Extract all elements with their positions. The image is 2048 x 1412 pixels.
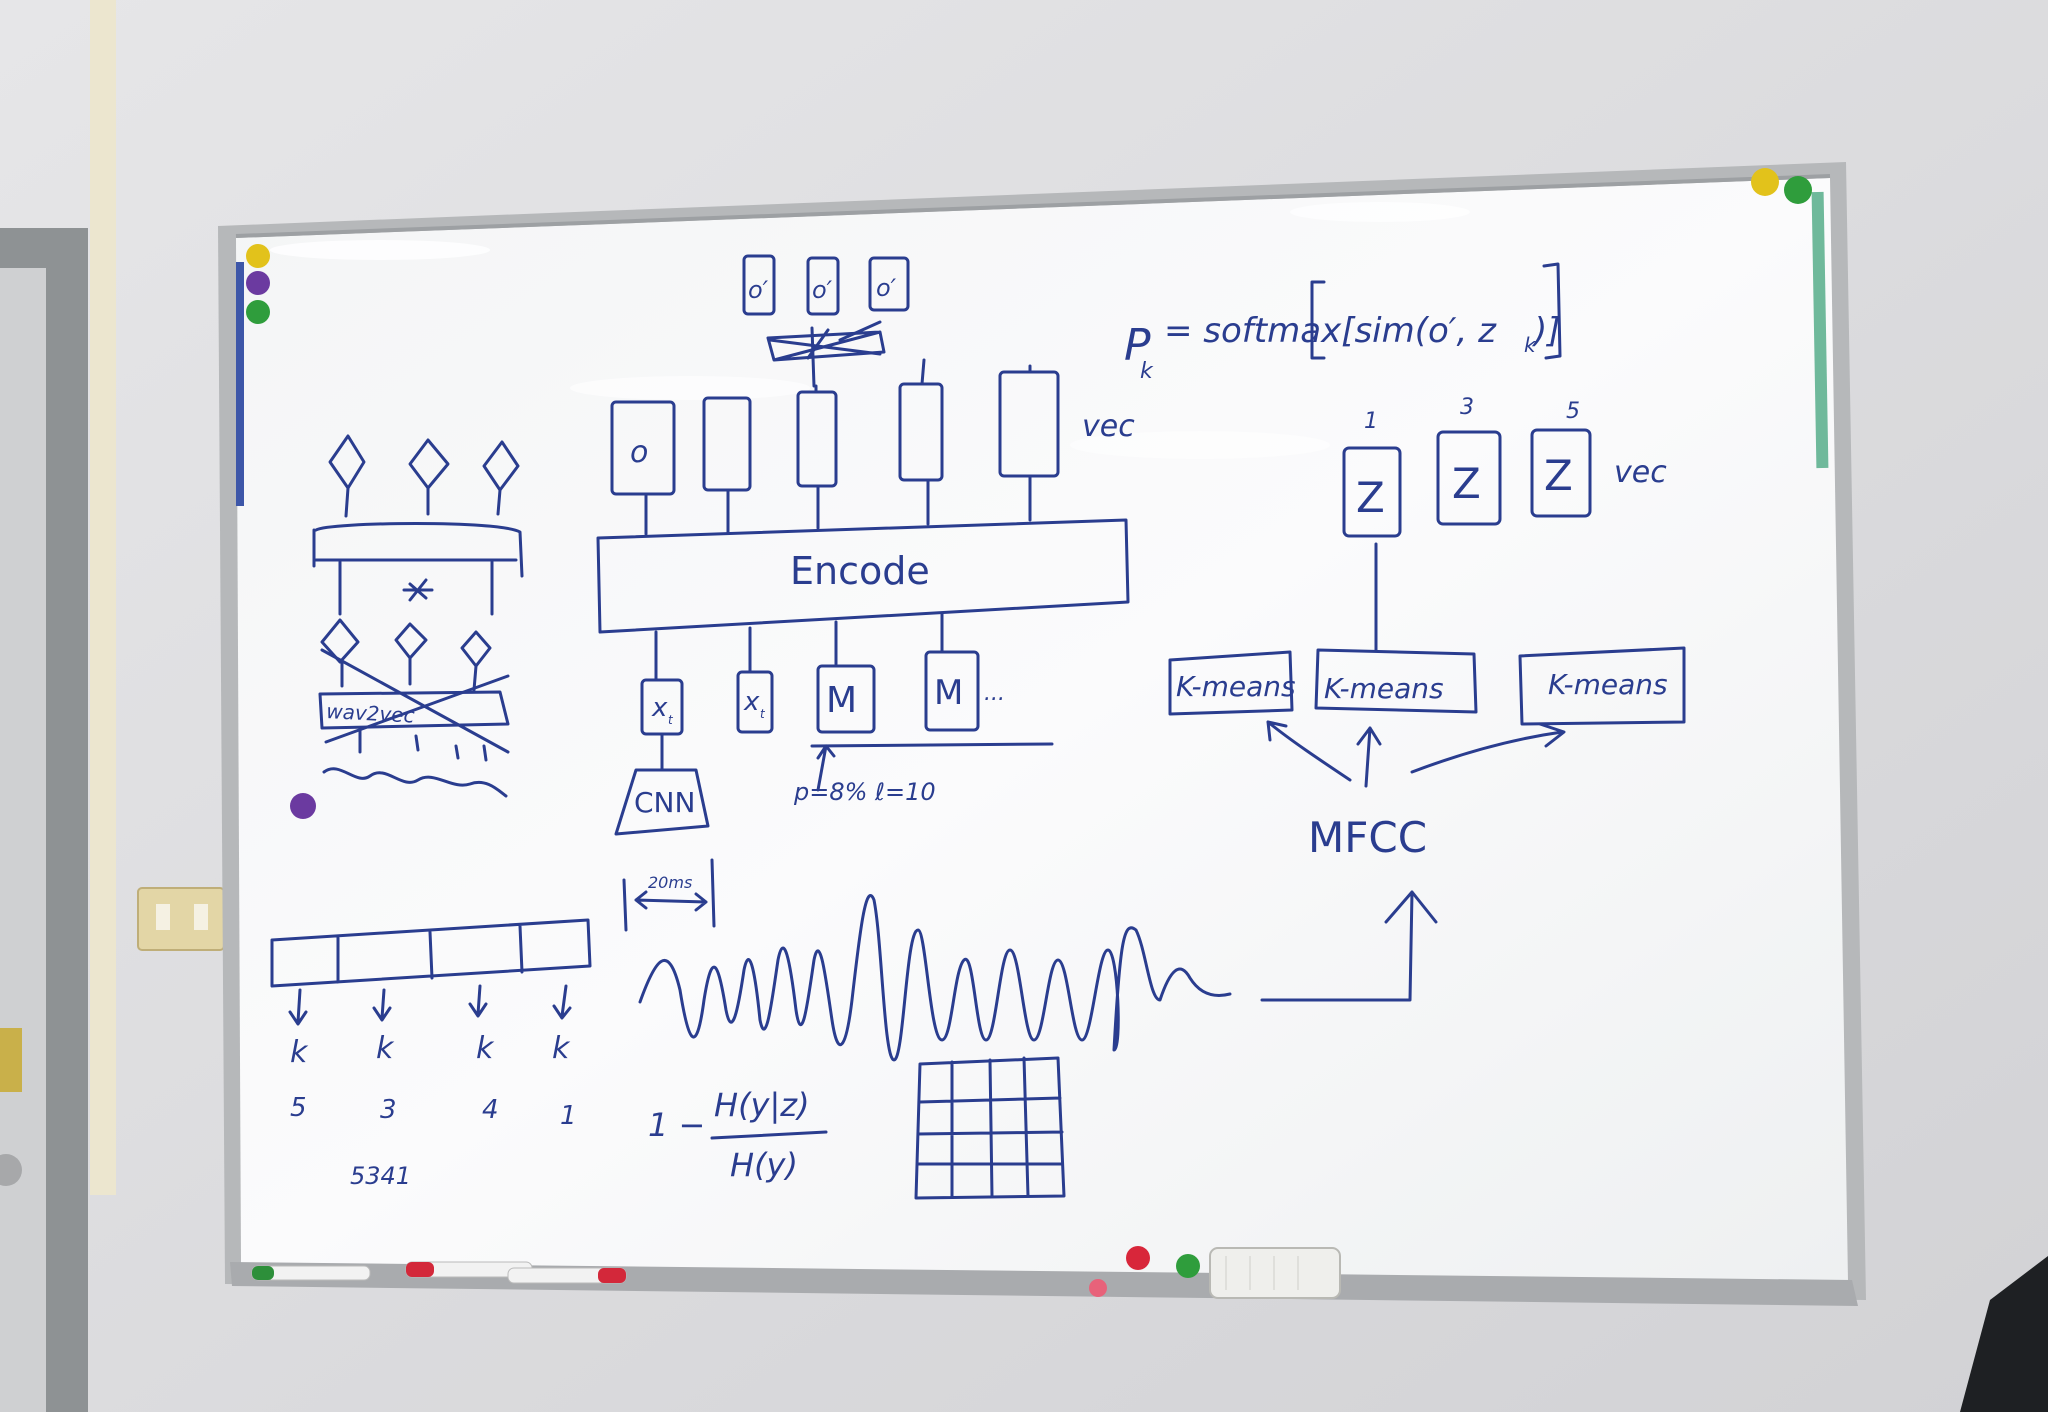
output-label: o′ bbox=[876, 274, 897, 302]
waveform-to-mfcc-arrow bbox=[1260, 890, 1438, 1002]
codebook-box bbox=[1342, 446, 1402, 538]
mfcc-label: MFCC bbox=[1308, 813, 1427, 862]
window-label: 20ms bbox=[648, 873, 692, 892]
vec-label-left: vec bbox=[1082, 409, 1135, 444]
input-ellipsis: ... bbox=[984, 681, 1005, 706]
wav2vec-label: wav2vec bbox=[326, 699, 415, 728]
magnet-red-icon bbox=[1126, 1246, 1150, 1270]
input-box bbox=[736, 670, 774, 734]
encoder-output-first: o bbox=[630, 435, 648, 470]
mi-numerator: H(y|z) bbox=[714, 1086, 810, 1124]
quant-number: 3 bbox=[380, 1095, 397, 1125]
encoder-label: Encode bbox=[790, 549, 930, 593]
marker-red-icon bbox=[405, 1261, 533, 1278]
quant-letter: k bbox=[376, 1031, 395, 1066]
codebook-letter: Z bbox=[1356, 473, 1385, 522]
input-sub: t bbox=[668, 713, 674, 727]
input-sub: t bbox=[760, 707, 766, 721]
output-label: o′ bbox=[748, 276, 769, 304]
magnet-yellow-icon bbox=[1751, 168, 1779, 196]
input-label: x bbox=[743, 687, 760, 717]
diamond-icon bbox=[320, 618, 360, 664]
codebook-letter: Z bbox=[1452, 459, 1481, 508]
mfcc-to-kmeans-arrow bbox=[1410, 722, 1566, 774]
light-switch-icon bbox=[137, 887, 225, 951]
input-box bbox=[816, 664, 876, 734]
output-projection bbox=[766, 330, 886, 362]
door-handle-icon bbox=[0, 1154, 22, 1186]
codebook-box bbox=[1436, 430, 1502, 526]
quant-letter: k bbox=[552, 1031, 571, 1066]
formula-bracket-right bbox=[1542, 262, 1562, 360]
output-box bbox=[806, 256, 840, 316]
formula-rhs-sub: k bbox=[1524, 333, 1537, 357]
formula-bracket-left bbox=[1310, 280, 1326, 360]
vec-label-right: vec bbox=[1614, 455, 1667, 490]
formula-lhs: P bbox=[1124, 320, 1151, 371]
marker-green-icon bbox=[251, 1265, 371, 1281]
codebook-letter: Z bbox=[1544, 451, 1573, 500]
mi-prefix: 1 − bbox=[648, 1106, 705, 1144]
magnet-purple-icon bbox=[290, 793, 316, 819]
mfcc-to-kmeans-arrow bbox=[1266, 720, 1352, 782]
magnet-yellow-icon bbox=[246, 244, 270, 268]
mfcc-to-kmeans-arrow bbox=[1356, 726, 1382, 788]
magnet-green-icon bbox=[1784, 176, 1812, 204]
context-network-box bbox=[312, 522, 524, 578]
kmeans-label: K-means bbox=[1548, 668, 1668, 701]
quant-number: 4 bbox=[482, 1095, 499, 1125]
audio-waveform bbox=[638, 894, 1232, 1062]
input-label: M bbox=[826, 680, 857, 721]
chair-back bbox=[1960, 1256, 2048, 1412]
quant-letter: k bbox=[476, 1031, 495, 1066]
mask-span-line bbox=[810, 742, 1054, 748]
kmeans-box bbox=[1518, 646, 1686, 726]
mask-arrow bbox=[816, 744, 836, 792]
codebook-number: 1 bbox=[1364, 409, 1378, 434]
kmeans-label: K-means bbox=[1324, 672, 1444, 705]
mi-denominator: H(y) bbox=[730, 1146, 798, 1184]
output-box bbox=[868, 256, 910, 312]
segment-bar bbox=[270, 918, 592, 988]
mask-params: p=8% ℓ=10 bbox=[793, 778, 936, 806]
input-label: M bbox=[934, 673, 963, 713]
mi-fraction-bar bbox=[710, 1130, 828, 1140]
formula-rhs-end: )] bbox=[1531, 311, 1561, 351]
encoder-box bbox=[596, 518, 1130, 634]
quant-number: 1 bbox=[560, 1101, 577, 1131]
magnet-green-icon bbox=[1176, 1254, 1200, 1278]
quant-code: 5341 bbox=[350, 1162, 411, 1190]
codebook-number: 3 bbox=[1460, 395, 1474, 420]
magnet-green-icon bbox=[246, 300, 270, 324]
marker-red-icon bbox=[507, 1267, 627, 1284]
codebook-box bbox=[1530, 428, 1592, 518]
door-sign-icon bbox=[0, 1028, 22, 1092]
cnn-label: CNN bbox=[634, 786, 695, 819]
input-box bbox=[924, 650, 980, 732]
kmeans-box bbox=[1168, 650, 1294, 716]
output-label: o′ bbox=[812, 276, 833, 304]
formula-rhs: = softmax[sim(o′, z bbox=[1164, 311, 1497, 351]
encoder-output-box bbox=[610, 400, 676, 496]
door bbox=[0, 0, 116, 1412]
cnn-box bbox=[614, 768, 710, 836]
codebook-number: 5 bbox=[1566, 399, 1580, 424]
feature-grid bbox=[914, 1056, 1066, 1200]
raw-signal-wave bbox=[322, 767, 508, 798]
input-label: x bbox=[651, 693, 668, 723]
output-box bbox=[742, 254, 776, 316]
kmeans-box bbox=[1314, 648, 1478, 714]
magnet-purple-icon bbox=[246, 271, 270, 295]
wav2vec-box bbox=[318, 690, 510, 730]
whiteboard bbox=[218, 162, 1866, 1306]
quant-letter: k bbox=[290, 1035, 309, 1070]
kmeans-label: K-means bbox=[1176, 670, 1296, 703]
quant-number: 5 bbox=[290, 1093, 307, 1123]
eraser-icon bbox=[1209, 1247, 1341, 1299]
magnet-red-icon bbox=[1089, 1279, 1107, 1297]
formula-lhs-sub: k bbox=[1140, 359, 1154, 384]
